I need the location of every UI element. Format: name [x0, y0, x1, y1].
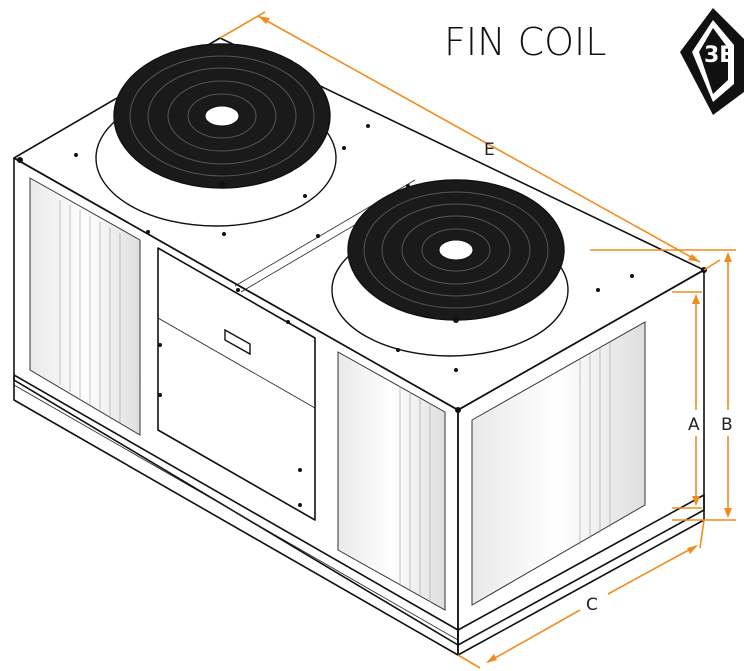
fan-1 [95, 43, 337, 227]
dimension-e-label: E [484, 140, 495, 160]
dimension-c [457, 519, 705, 669]
dimension-a-label: A [688, 415, 700, 435]
front-left-coil [29, 177, 141, 436]
bolts [17, 124, 707, 507]
fan-2 [331, 179, 569, 357]
dimension-c-label: C [586, 595, 598, 615]
dimension-a [672, 291, 702, 509]
front-right-coil [337, 351, 446, 611]
dimension-e [219, 11, 721, 271]
dimension-b-label: B [721, 415, 733, 435]
panel-handle [224, 328, 251, 356]
diagram-title: FIN COIL [444, 20, 607, 64]
logo-text: 3E [704, 43, 734, 68]
control-panel [157, 247, 316, 521]
dimension-b [590, 249, 736, 521]
3e-diamond-logo-icon: 3E [680, 8, 744, 115]
side-coil [471, 321, 646, 606]
